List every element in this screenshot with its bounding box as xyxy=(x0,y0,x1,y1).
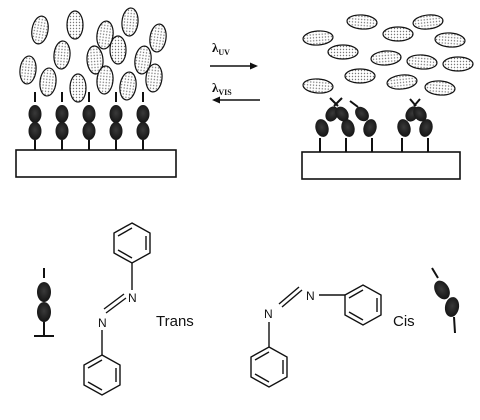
trans-chain xyxy=(136,92,150,150)
cis-chain xyxy=(349,100,377,152)
trans-chain xyxy=(28,92,42,150)
uv-wavelength-label: λUV xyxy=(212,40,230,57)
trans-azobenzene-structure: N N xyxy=(83,222,151,396)
left-substrate xyxy=(15,149,177,178)
cis-chain-icon xyxy=(431,267,460,334)
right-panel-cis-state xyxy=(301,14,474,180)
right-cis-chains xyxy=(315,97,433,152)
nitrogen-atom-label: N xyxy=(306,289,315,303)
cis-caption: Cis xyxy=(393,313,415,330)
vis-wavelength-label: λVIS xyxy=(212,80,232,97)
right-guest-molecules xyxy=(302,14,474,96)
left-guest-molecules xyxy=(19,7,167,103)
right-substrate xyxy=(301,151,461,180)
trans-chain-icon xyxy=(34,268,54,337)
cis-chain xyxy=(409,98,433,152)
cis-chain xyxy=(329,97,355,152)
trans-caption: Trans xyxy=(156,313,194,330)
nitrogen-atom-label: N xyxy=(128,291,137,305)
cis-chain xyxy=(315,97,343,152)
nitrogen-atom-label: N xyxy=(98,316,107,330)
left-panel-trans-state xyxy=(15,7,177,178)
benzene-ring-left xyxy=(250,346,288,388)
benzene-ring-top xyxy=(113,222,151,264)
left-trans-chains xyxy=(28,92,150,150)
benzene-ring-bottom xyxy=(83,354,121,396)
benzene-ring-right xyxy=(344,284,382,326)
trans-chain xyxy=(109,92,123,150)
trans-chain xyxy=(55,92,69,150)
nitrogen-atom-label: N xyxy=(264,307,273,321)
trans-chain xyxy=(82,92,96,150)
cis-azobenzene-structure: N N xyxy=(250,284,382,388)
photoswitch-arrows: λUV λVIS xyxy=(210,40,260,104)
